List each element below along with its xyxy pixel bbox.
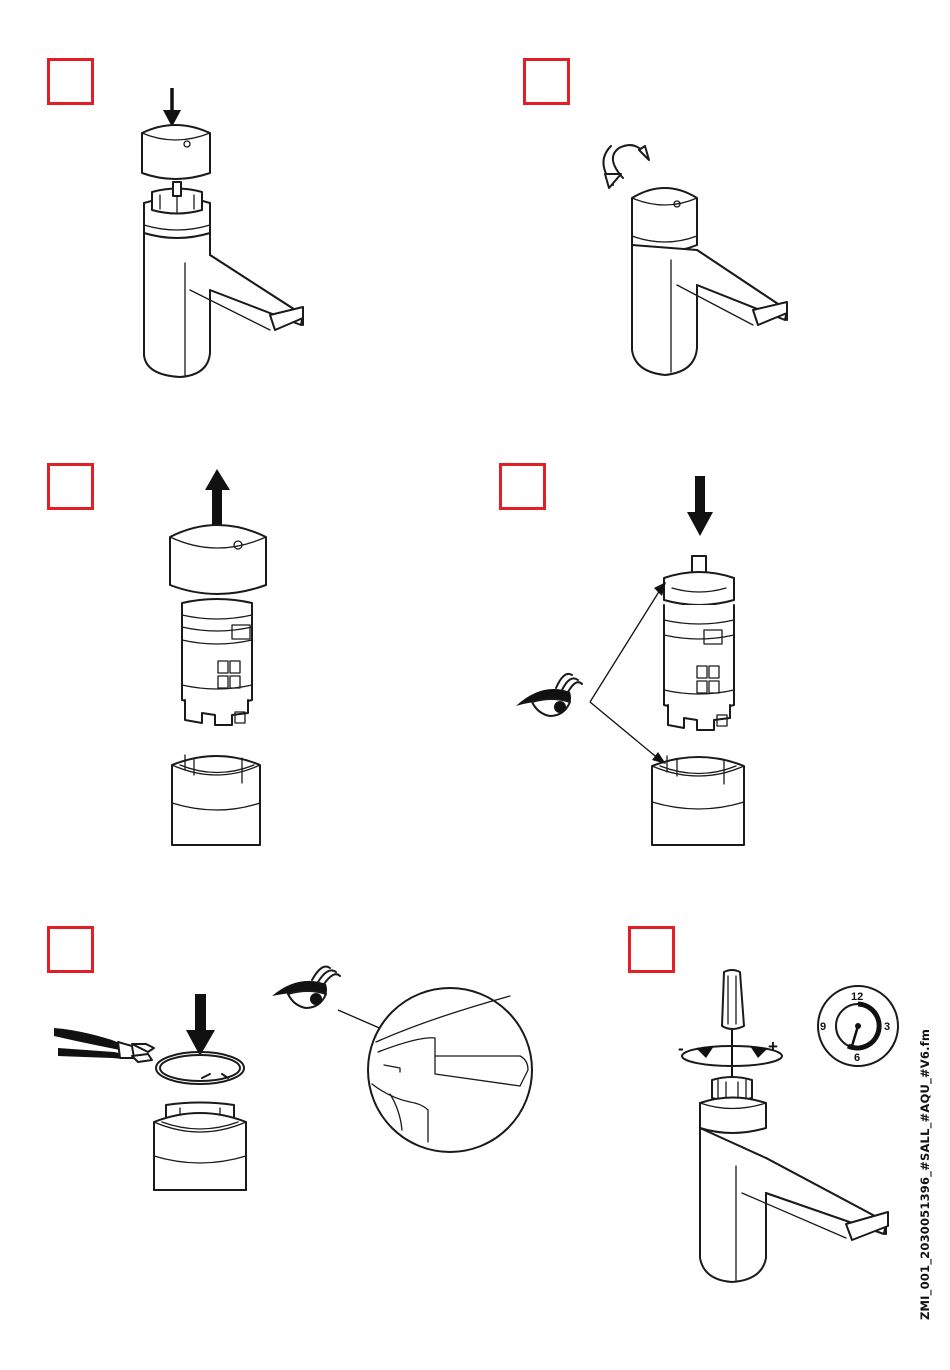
step-2-box <box>523 58 570 105</box>
dial-label-12: 12 <box>851 991 863 1003</box>
handle-cap <box>142 125 210 179</box>
faucet-body <box>144 182 303 377</box>
eye-icon <box>516 674 582 716</box>
step-3-illustration <box>160 465 285 845</box>
handle-cap <box>170 525 266 594</box>
minus-sign: - <box>678 1039 684 1058</box>
cartridge <box>664 556 734 730</box>
pliers-icon <box>54 1028 154 1062</box>
dial-icon: 12 3 6 9 <box>818 986 898 1066</box>
magnifier-detail-icon <box>368 988 532 1152</box>
step-3-box <box>47 463 94 510</box>
step-1-box <box>47 58 94 105</box>
faucet-sleeve-with-cartridge <box>154 1103 246 1191</box>
rotate-arrow-icon: - + <box>678 1037 782 1066</box>
step-6-illustration: - + 12 3 6 9 <box>676 968 916 1288</box>
step-6-box <box>628 926 675 973</box>
step-1-illustration <box>120 85 320 385</box>
faucet-sleeve <box>652 756 744 845</box>
faucet-sleeve <box>172 755 260 845</box>
step-2-illustration <box>595 140 805 380</box>
sight-lines <box>590 582 666 764</box>
arrow-down-icon <box>186 994 215 1056</box>
plus-sign: + <box>768 1037 778 1056</box>
faucet-with-handle <box>632 188 787 375</box>
cartridge <box>182 599 252 725</box>
circlip <box>156 1052 244 1084</box>
document-code: ZMI_001_2030051396_#SALL_#AQU_#V6.fm <box>918 1029 932 1320</box>
dial-label-6: 6 <box>854 1052 860 1064</box>
eye-icon <box>272 967 340 1009</box>
step-4-illustration <box>512 470 772 845</box>
arrow-down-icon <box>687 476 713 536</box>
rotate-arrow-icon <box>603 145 649 188</box>
arrow-up-icon <box>205 469 230 531</box>
dial-label-3: 3 <box>884 1021 890 1033</box>
arrow-down-icon <box>163 88 181 127</box>
dial-label-9: 9 <box>820 1021 826 1033</box>
faucet-with-cartridge <box>700 1077 888 1282</box>
step-5-illustration <box>50 960 540 1190</box>
